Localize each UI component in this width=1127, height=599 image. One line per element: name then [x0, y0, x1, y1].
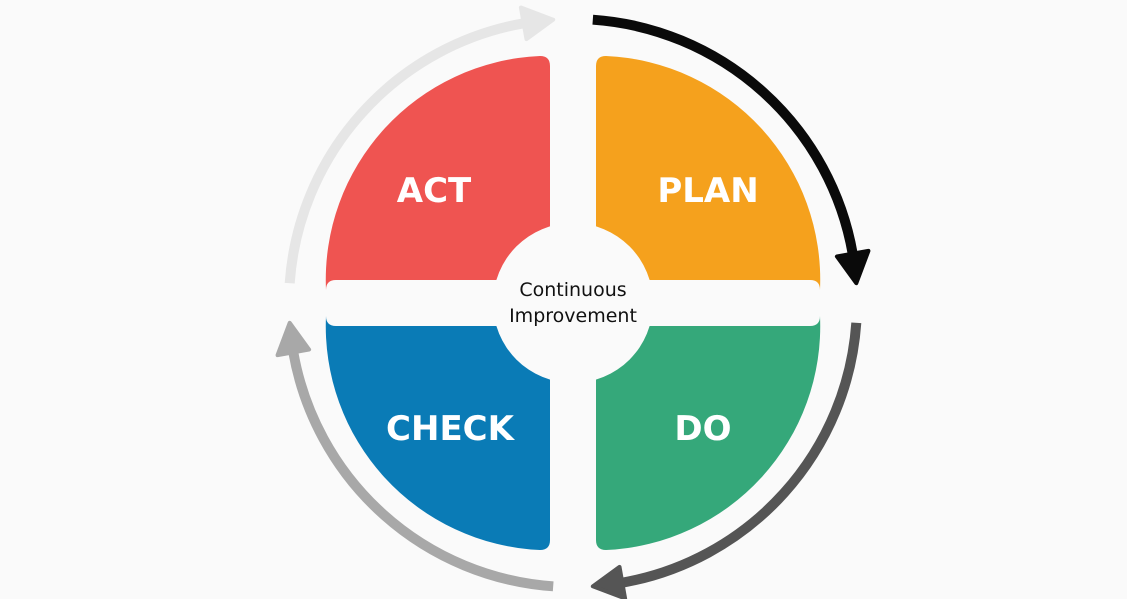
arrow-plan-to-do: [592, 14, 858, 255]
quadrant-do: [596, 316, 821, 560]
quadrant-check: [325, 316, 550, 560]
quadrant-label-check: CHECK: [386, 409, 516, 449]
quadrant-plan: [596, 46, 821, 290]
center-text-line2: Improvement: [509, 305, 637, 327]
center-circle: [493, 223, 653, 383]
quadrant-label-plan: PLAN: [657, 171, 758, 211]
arrowhead-plan-to-do: [834, 248, 871, 286]
arrowhead-check-to-act: [275, 320, 312, 358]
center-text-line1: Continuous: [519, 279, 626, 301]
quadrant-label-do: DO: [674, 409, 731, 449]
arrow-check-to-act: [288, 351, 554, 592]
arrowhead-do-to-check: [590, 564, 628, 599]
quadrant-label-act: ACT: [397, 171, 472, 211]
arrowhead-act-to-plan: [518, 5, 556, 42]
arrow-do-to-check: [621, 322, 862, 588]
quadrant-act: [325, 46, 550, 290]
arrow-act-to-plan: [284, 18, 525, 284]
